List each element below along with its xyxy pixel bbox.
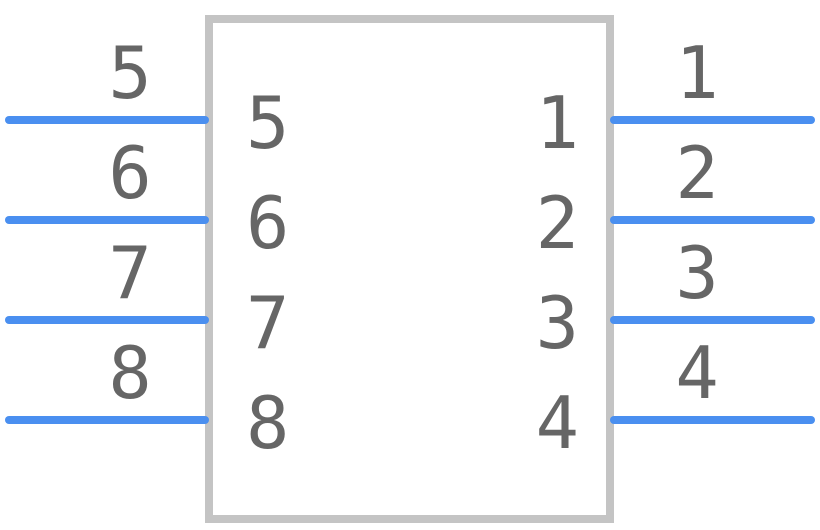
pin-number-left-4: 8 <box>108 331 151 415</box>
component-body <box>205 15 614 523</box>
pin-name-right-1: 1 <box>536 81 579 165</box>
pin-name-left-1: 5 <box>246 81 289 165</box>
pin-number-right-1: 1 <box>675 31 718 115</box>
pin-name-right-4: 4 <box>536 381 579 465</box>
pin-number-right-3: 3 <box>675 231 718 315</box>
right-pin-group: 1 2 3 4 1 2 3 4 <box>536 31 815 465</box>
pin-number-left-3: 7 <box>108 231 151 315</box>
pin-name-left-3: 7 <box>246 281 289 365</box>
pin-name-left-4: 8 <box>246 381 289 465</box>
pin-number-left-2: 6 <box>108 131 151 215</box>
pin-number-left-1: 5 <box>108 31 151 115</box>
pin-name-left-2: 6 <box>246 181 289 265</box>
pin-number-right-2: 2 <box>675 131 718 215</box>
pin-name-right-3: 3 <box>536 281 579 365</box>
pin-number-right-4: 4 <box>675 331 718 415</box>
pin-name-right-2: 2 <box>536 181 579 265</box>
left-pin-group: 5 6 7 8 5 6 7 8 <box>5 31 289 465</box>
